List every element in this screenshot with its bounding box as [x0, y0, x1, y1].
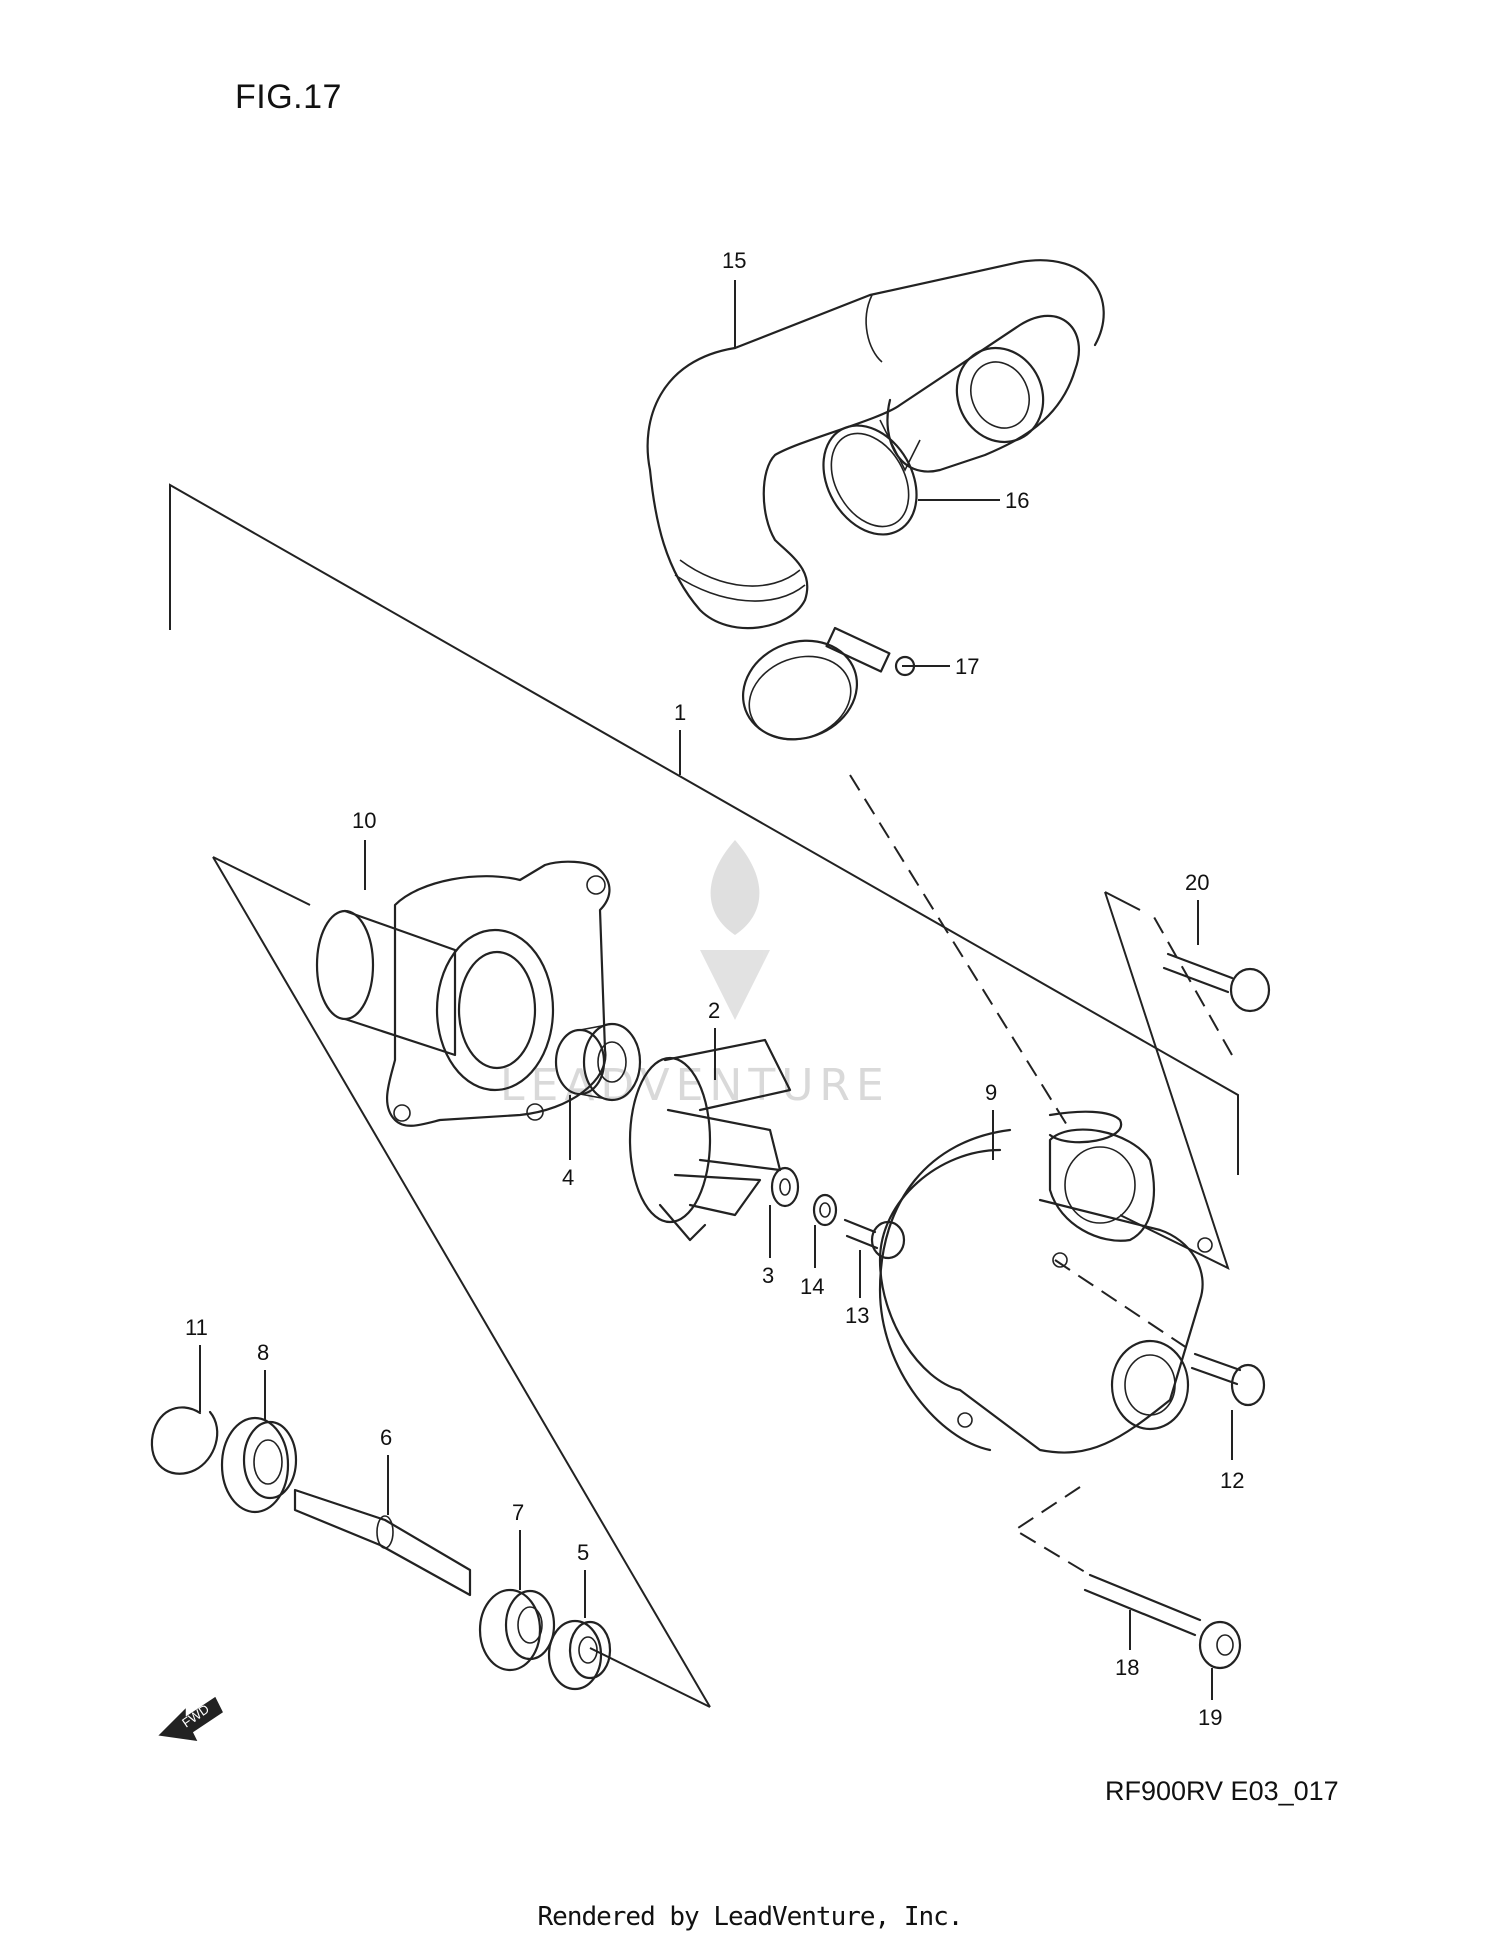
watermark-logo: LEADVENTURE [500, 840, 890, 1111]
reference-code: RF900RV E03_017 [1105, 1776, 1339, 1806]
bolt-12 [1190, 1352, 1266, 1407]
bearing-8 [220, 1416, 298, 1514]
pump-shaft-6 [293, 1488, 472, 1597]
callout-3: 3 [762, 1263, 774, 1288]
washer-14 [812, 1193, 838, 1227]
callout-20: 20 [1185, 870, 1209, 895]
callout-6: 6 [380, 1425, 392, 1450]
mechanical-seal-4 [554, 1022, 642, 1102]
callout-14: 14 [800, 1274, 824, 1299]
bolt-20 [1162, 952, 1271, 1013]
watermark-text: LEADVENTURE [500, 1060, 890, 1111]
callout-16: 16 [1005, 488, 1029, 513]
pump-body-10 [315, 860, 611, 1127]
leader-lines [199, 280, 1233, 1700]
callout-12: 12 [1220, 1468, 1244, 1493]
callout-18: 18 [1115, 1655, 1139, 1680]
callout-2: 2 [708, 998, 720, 1023]
oil-seal-5 [547, 1619, 612, 1691]
forward-arrow-icon: FWD [158, 1696, 223, 1741]
callout-1: 1 [674, 700, 686, 725]
stud-bolt-18 [1083, 1573, 1202, 1637]
hose-part-15 [646, 259, 1105, 630]
render-credit: Rendered by LeadVenture, Inc. [537, 1902, 964, 1932]
hose-clamp-17 [741, 626, 916, 741]
callout-7: 7 [512, 1500, 524, 1525]
callout-17: 17 [955, 654, 979, 679]
callout-5: 5 [577, 1540, 589, 1565]
impeller-2 [628, 1038, 792, 1242]
callout-9: 9 [985, 1080, 997, 1105]
circlip-11 [150, 1406, 219, 1475]
figure-title: FIG.17 [235, 78, 342, 116]
callout-15: 15 [722, 248, 746, 273]
pump-cover-9 [878, 1128, 1213, 1454]
callout-11: 11 [185, 1315, 208, 1340]
hose-clamp-16 [822, 419, 921, 536]
washer-3 [770, 1166, 800, 1208]
callout-13: 13 [845, 1303, 869, 1328]
callout-19: 19 [1198, 1705, 1222, 1730]
callout-10: 10 [352, 808, 376, 833]
callout-4: 4 [562, 1165, 574, 1190]
bearing-7 [478, 1588, 556, 1672]
nut-19 [1198, 1620, 1242, 1670]
assembly-center-lines [849, 774, 1233, 1576]
o-ring-9 [878, 1110, 1123, 1452]
callout-8: 8 [257, 1340, 269, 1365]
callout-labels: 15 16 17 1 10 2 4 3 14 13 9 20 12 18 19 … [185, 248, 1244, 1730]
bolt-13 [843, 1218, 906, 1260]
